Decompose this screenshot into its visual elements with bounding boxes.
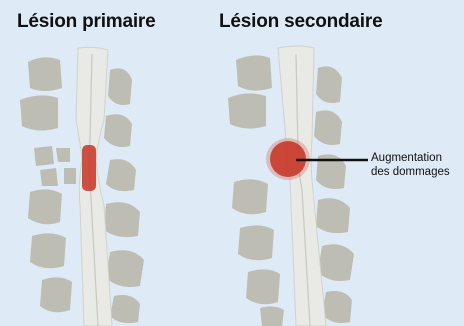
left-spine	[20, 47, 144, 326]
damage-increase-label: Augmentation des dommages	[371, 151, 450, 179]
right-spine	[228, 46, 368, 326]
primary-lesion	[82, 145, 96, 191]
callout-line-1: Augmentation	[371, 151, 450, 165]
callout-line-2: des dommages	[371, 165, 450, 179]
